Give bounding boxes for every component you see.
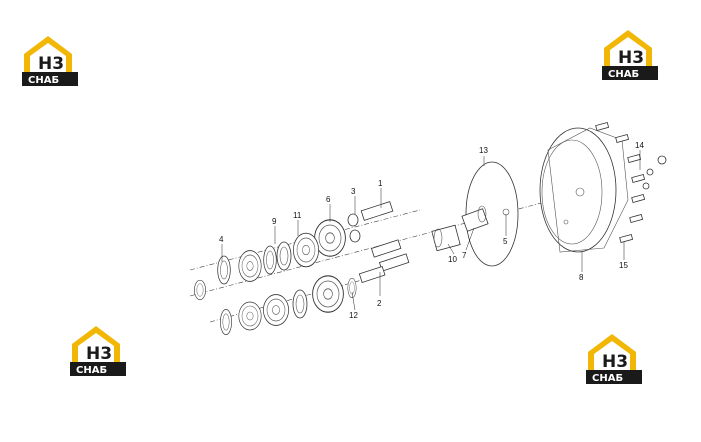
- callout-14: 14: [635, 141, 644, 150]
- callout-12: 12: [349, 311, 358, 320]
- logo-bottom-right: H3 СНАБ: [586, 334, 642, 384]
- callout-leaders: [221, 150, 641, 311]
- callout-7: 7: [462, 251, 467, 260]
- logo-mark-text: H3: [38, 54, 64, 74]
- logo-bottom-left: H3 СНАБ: [70, 326, 126, 376]
- logo-mark-text: H3: [618, 48, 644, 68]
- callout-4: 4: [219, 235, 224, 244]
- logo-word-text: СНАБ: [608, 69, 639, 80]
- callout-11: 11: [293, 211, 302, 220]
- callout-2: 2: [377, 299, 382, 308]
- stud-part: [347, 201, 410, 283]
- gasket-disc: [465, 161, 519, 267]
- callout-15: 15: [619, 261, 628, 270]
- lower-gear-train: [220, 275, 357, 335]
- callout-10: 10: [448, 255, 457, 264]
- callout-3: 3: [351, 187, 356, 196]
- logo-top-right: H3 СНАБ: [602, 30, 658, 80]
- callout-labels: 1 2 3 4 5 6 7 8 9 10 11 12 13 14 15: [219, 141, 644, 320]
- callout-9: 9: [272, 217, 277, 226]
- sleeve-part: [431, 224, 461, 252]
- logo-word-text: СНАБ: [28, 75, 59, 86]
- callout-5: 5: [503, 237, 508, 246]
- callout-1: 1: [378, 179, 383, 188]
- logo-mark-text: H3: [602, 352, 628, 372]
- logo-word-text: СНАБ: [592, 373, 623, 384]
- callout-8: 8: [579, 273, 584, 282]
- callout-13: 13: [479, 146, 488, 155]
- housing-part: [539, 127, 629, 253]
- bolt-set: [595, 122, 667, 243]
- logo-word-text: СНАБ: [76, 365, 107, 376]
- logo-top-left: H3 СНАБ: [22, 36, 78, 86]
- callout-6: 6: [326, 195, 331, 204]
- logo-mark-text: H3: [86, 344, 112, 364]
- shaft-part: [461, 205, 489, 232]
